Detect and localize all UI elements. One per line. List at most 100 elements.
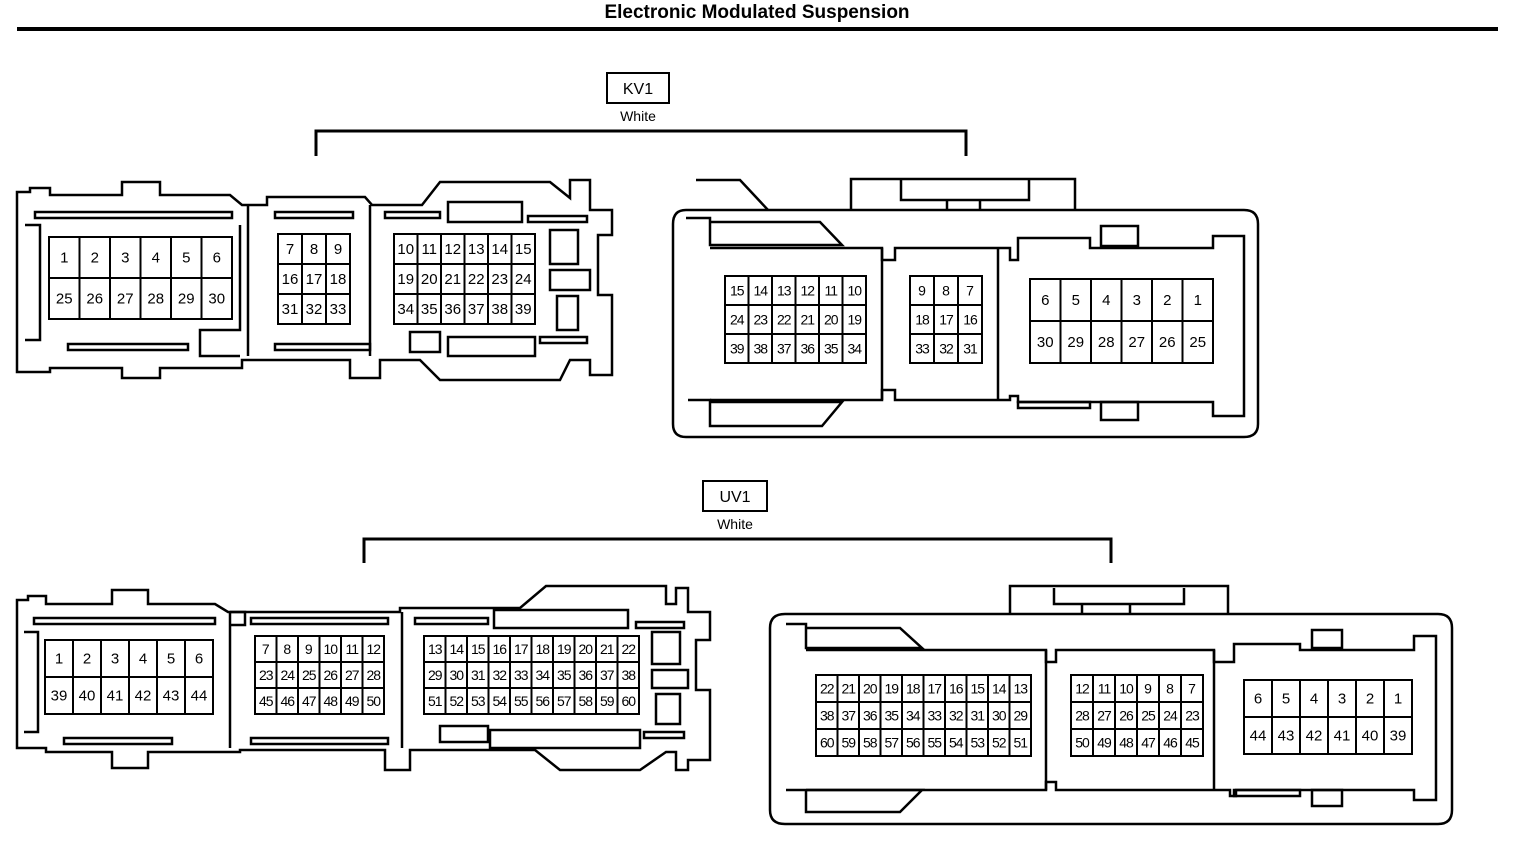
pin-number: 56 (535, 693, 550, 709)
pin-number: 13 (1013, 681, 1028, 697)
pin-number: 34 (397, 301, 414, 318)
pin-number: 59 (841, 735, 856, 751)
pin-number: 50 (366, 693, 381, 709)
pin-number: 33 (915, 341, 930, 357)
pin-number: 21 (444, 271, 461, 288)
page-title: Electronic Modulated Suspension (604, 2, 910, 23)
pin-number: 32 (949, 708, 964, 724)
pin-number: 57 (557, 693, 572, 709)
kv1-code-label: KV1 (623, 81, 653, 98)
pin-number: 31 (282, 301, 299, 318)
kv1-bracket (314, 129, 968, 156)
pin-number: 31 (471, 667, 486, 683)
pin-number: 4 (1102, 292, 1110, 309)
pin-number: 17 (306, 271, 323, 288)
pin-number: 20 (578, 641, 593, 657)
pin-number: 10 (847, 283, 862, 299)
uv1-female-housing (15, 584, 712, 772)
pin-number: 34 (906, 708, 921, 724)
pin-number: 37 (777, 341, 792, 357)
pin-number: 40 (1362, 728, 1379, 745)
pin-number: 27 (117, 291, 134, 308)
pin-number: 9 (918, 283, 926, 299)
pin-number: 14 (992, 681, 1007, 697)
pin-cell (1151, 320, 1184, 364)
pin-cell (510, 293, 536, 325)
pin-cell (361, 687, 385, 715)
pin-number: 18 (330, 271, 347, 288)
pin-number: 2 (91, 250, 99, 267)
pin-number: 17 (514, 641, 529, 657)
pin-number: 42 (135, 688, 152, 705)
pin-cell (1008, 728, 1032, 757)
pin-number: 38 (753, 341, 768, 357)
pin-number: 56 (906, 735, 921, 751)
pin-number: 22 (777, 312, 792, 328)
pin-number: 53 (471, 693, 486, 709)
uv1-male-housing (768, 584, 1454, 826)
pin-number: 30 (1037, 334, 1054, 351)
pin-number: 39 (1390, 728, 1407, 745)
pin-number: 30 (208, 291, 225, 308)
pin-number: 3 (121, 250, 129, 267)
pin-number: 8 (1166, 681, 1174, 697)
pin-number: 21 (600, 641, 615, 657)
pin-number: 14 (449, 641, 464, 657)
pin-number: 8 (283, 641, 291, 657)
pin-number: 2 (1366, 691, 1374, 708)
pin-number: 44 (1250, 728, 1267, 745)
uv1-code-label: UV1 (719, 489, 750, 506)
pin-number: 18 (906, 681, 921, 697)
pin-cell (277, 293, 303, 325)
pin-number: 22 (621, 641, 636, 657)
pin-number: 28 (1098, 334, 1115, 351)
pin-number: 15 (515, 241, 532, 258)
pin-cell (1181, 278, 1214, 322)
pin-number: 27 (1128, 334, 1145, 351)
pin-cell (1243, 716, 1273, 755)
pin-number: 22 (468, 271, 485, 288)
pin-number: 37 (841, 708, 856, 724)
pin-cell (325, 263, 351, 295)
pin-number: 24 (515, 271, 532, 288)
pin-number: 16 (492, 641, 507, 657)
pin-number: 19 (847, 312, 862, 328)
pin-number: 45 (1185, 735, 1200, 751)
pin-number: 24 (280, 667, 295, 683)
pin-number: 6 (213, 250, 221, 267)
pin-cell (1181, 320, 1214, 364)
pin-cell (841, 333, 867, 364)
pin-number: 54 (949, 735, 964, 751)
pin-number: 50 (1075, 735, 1090, 751)
pin-cell (128, 639, 158, 678)
pin-number: 52 (449, 693, 464, 709)
pin-number: 41 (107, 688, 124, 705)
pin-number: 23 (753, 312, 768, 328)
pin-number: 47 (1141, 735, 1156, 751)
pin-number: 39 (515, 301, 532, 318)
pin-number: 57 (884, 735, 899, 751)
pin-cell (1383, 679, 1413, 718)
pin-number: 45 (259, 693, 274, 709)
pin-number: 27 (1097, 708, 1112, 724)
pin-number: 30 (992, 708, 1007, 724)
pin-number: 53 (970, 735, 985, 751)
pin-number: 23 (259, 667, 274, 683)
uv1-bracket (362, 537, 1113, 563)
pin-number: 29 (178, 291, 195, 308)
pin-number: 47 (302, 693, 317, 709)
pin-number: 35 (824, 341, 839, 357)
pin-number: 32 (939, 341, 954, 357)
pin-cell (301, 233, 327, 265)
pin-number: 43 (163, 688, 180, 705)
pin-number: 35 (884, 708, 899, 724)
pin-number: 16 (949, 681, 964, 697)
pin-number: 10 (1119, 681, 1134, 697)
